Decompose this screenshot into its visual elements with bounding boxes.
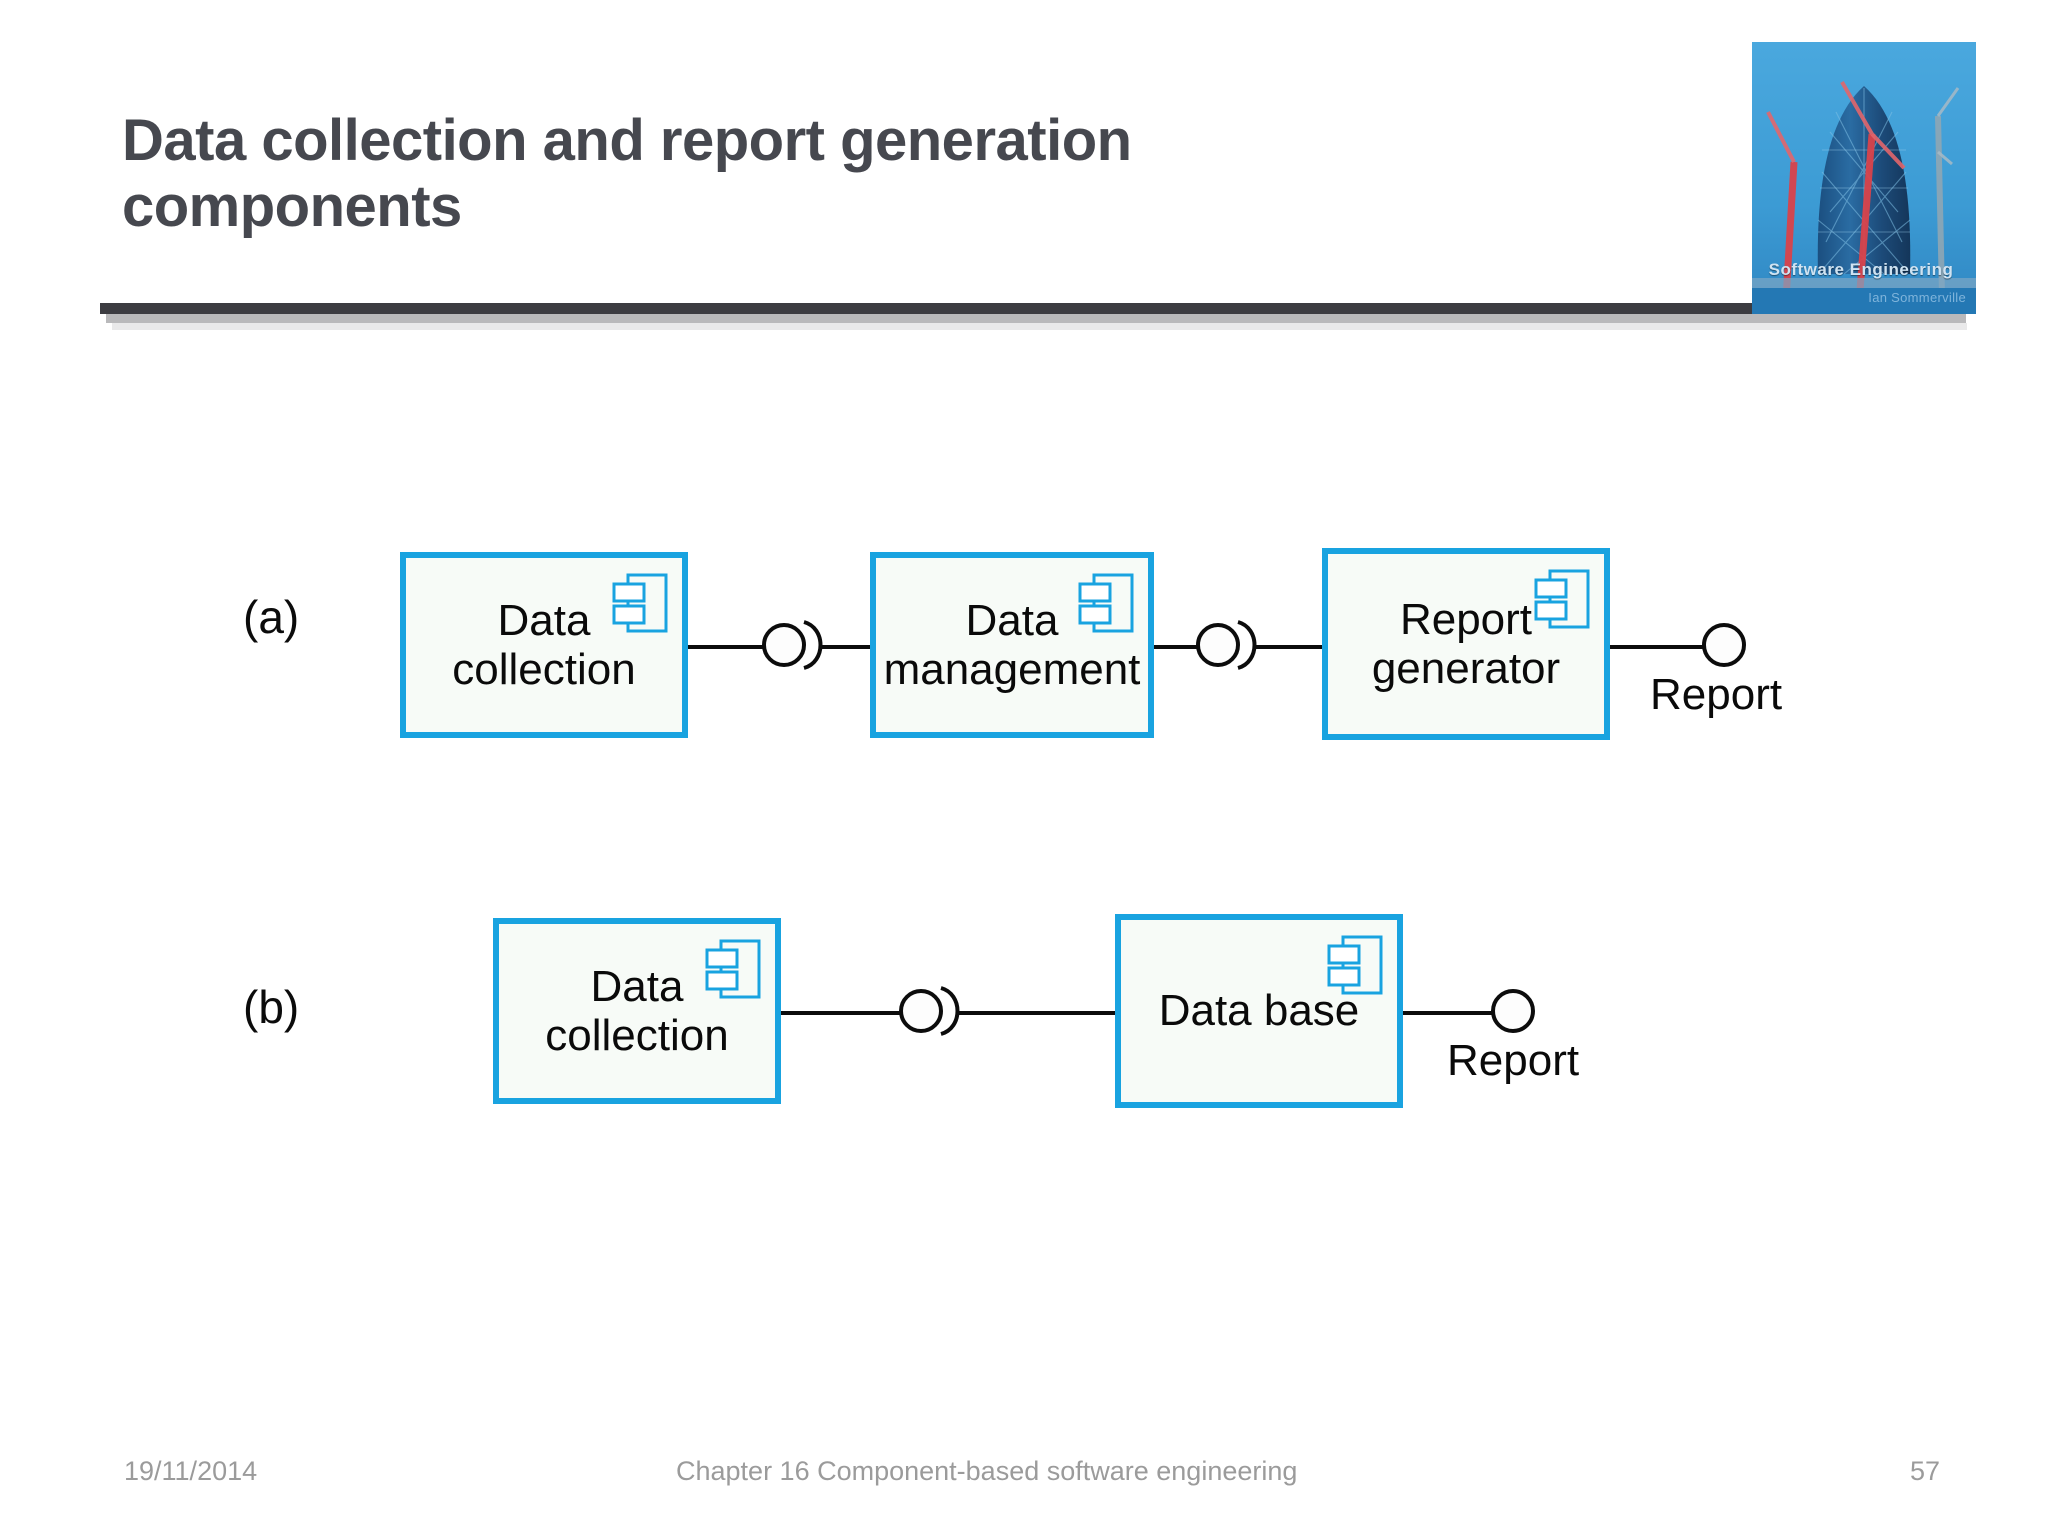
required-interface-socket[interactable] bbox=[1234, 619, 1268, 671]
component-report-generator-a[interactable]: Report generator bbox=[1322, 548, 1610, 740]
connector-wire bbox=[1256, 645, 1324, 649]
connector-wire bbox=[1403, 1011, 1499, 1015]
title-divider-shadow-light bbox=[112, 323, 1967, 330]
uml-component-icon bbox=[705, 938, 763, 1000]
required-interface-socket[interactable] bbox=[937, 985, 971, 1037]
cover-title-text: Software Engineering bbox=[1768, 260, 1954, 279]
page-title: Data collection and report generation co… bbox=[122, 108, 1132, 239]
footer-date: 19/11/2014 bbox=[124, 1456, 258, 1486]
connector-wire bbox=[781, 1011, 903, 1015]
title-divider-shadow bbox=[106, 314, 1966, 323]
component-label: Data collection bbox=[452, 595, 636, 694]
provided-interface-ball[interactable] bbox=[762, 623, 806, 667]
required-interface-socket[interactable] bbox=[800, 619, 834, 671]
footer-chapter-title: Chapter 16 Component-based software engi… bbox=[676, 1456, 1298, 1486]
component-label: Report generator bbox=[1371, 594, 1561, 693]
uml-component-icon bbox=[1534, 568, 1592, 630]
endpoint-label-report: Report bbox=[1447, 1036, 1580, 1085]
endpoint-label-report: Report bbox=[1650, 670, 1783, 719]
component-data-management-a[interactable]: Data management bbox=[870, 552, 1154, 738]
cover-author-text: Ian Sommerville bbox=[1868, 290, 1966, 305]
connector-wire bbox=[1154, 645, 1200, 649]
provided-interface-ball[interactable] bbox=[899, 989, 943, 1033]
component-label: Data management bbox=[883, 595, 1141, 694]
row-label-b: (b) bbox=[243, 981, 300, 1033]
connector-wire bbox=[688, 645, 766, 649]
component-data-base-b[interactable]: Data base bbox=[1115, 914, 1403, 1108]
component-label: Data collection bbox=[545, 961, 729, 1060]
connector-wire bbox=[1610, 645, 1710, 649]
book-cover-thumbnail: Software Engineering Ian Sommerville bbox=[1752, 42, 1976, 314]
uml-component-icon bbox=[612, 572, 670, 634]
provided-interface-ball-report[interactable] bbox=[1491, 989, 1535, 1033]
provided-interface-ball[interactable] bbox=[1196, 623, 1240, 667]
uml-component-icon bbox=[1327, 934, 1385, 996]
component-label: Data base bbox=[1158, 986, 1360, 1036]
uml-component-icon bbox=[1078, 572, 1136, 634]
title-divider bbox=[100, 303, 1960, 314]
component-data-collection-b[interactable]: Data collection bbox=[493, 918, 781, 1104]
gherkin-building-photo bbox=[1752, 42, 1976, 314]
row-label-a: (a) bbox=[243, 591, 300, 643]
footer-page-number: 57 bbox=[1910, 1456, 1941, 1486]
provided-interface-ball-report[interactable] bbox=[1702, 623, 1746, 667]
connector-wire bbox=[959, 1011, 1119, 1015]
component-data-collection-a[interactable]: Data collection bbox=[400, 552, 688, 738]
